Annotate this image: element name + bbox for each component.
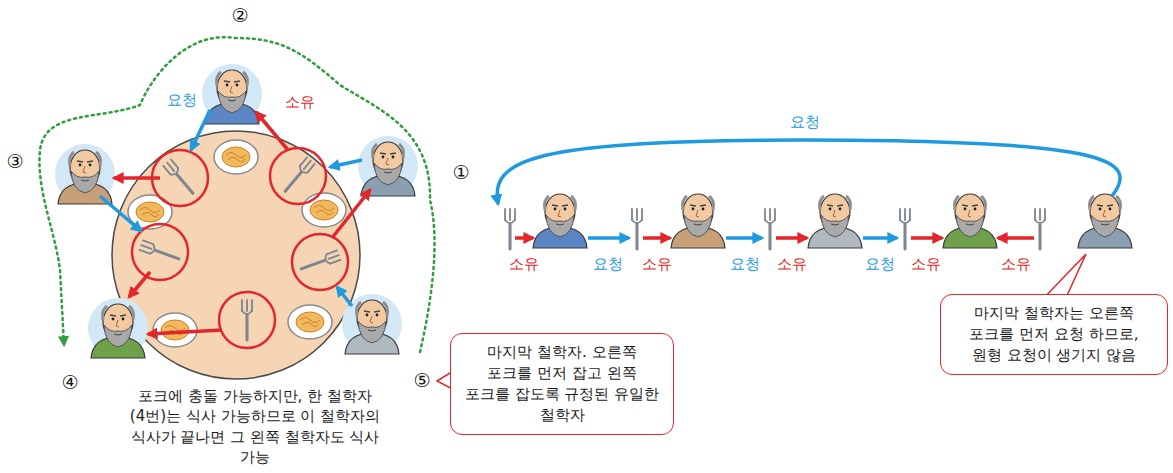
request-arrows: [100, 110, 362, 306]
note-text: 포크에 충돌 가능하지만, 한 철학자(4번)는 식사 가능하므로 이 철학자의…: [118, 386, 392, 467]
arrow-label: 소유: [909, 255, 943, 273]
arrow-label: 소유: [507, 255, 541, 273]
callout-number: ⑤: [411, 369, 432, 392]
callout-number: ①: [450, 161, 471, 184]
table: [112, 131, 360, 379]
arrow-label: 요청: [788, 113, 822, 131]
callout-box: 마지막 철학자는 오른쪽 포크를 먼저 요청 하므로, 원형 요청이 생기지 않…: [940, 294, 1168, 375]
own-arrows: [114, 112, 370, 334]
callout-number: ②: [229, 4, 250, 27]
callout-text: 마지막 철학자는 오른쪽 포크를 먼저 요청 하므로, 원형 요청이 생기지 않…: [953, 303, 1155, 366]
callout-text: 마지막 철학자. 오른쪽 포크를 먼저 잡고 왼쪽 포크를 잡도록 규정된 유일…: [463, 342, 661, 426]
arrow-label: 소유: [283, 93, 317, 111]
philosophers: [55, 64, 418, 358]
arrow-label: 소유: [775, 255, 809, 273]
callout-number: ③: [4, 150, 25, 173]
fork-circles: [132, 148, 348, 348]
plates: [128, 140, 346, 347]
callout-box: 마지막 철학자. 오른쪽 포크를 먼저 잡고 왼쪽 포크를 잡도록 규정된 유일…: [450, 333, 674, 435]
arrow-label: 요청: [863, 255, 897, 273]
row-own-arrows: [515, 236, 1034, 240]
arrow-label: 요청: [728, 255, 762, 273]
row-request-arrows: [497, 140, 1120, 238]
arrow-label: 요청: [591, 255, 625, 273]
forks: [139, 157, 340, 340]
arrow-label: 소유: [640, 255, 674, 273]
arrow-label: 요청: [165, 91, 199, 109]
arrow-label: 소유: [999, 255, 1033, 273]
callout-number: ④: [59, 371, 80, 394]
row-philosophers: [533, 194, 1132, 248]
